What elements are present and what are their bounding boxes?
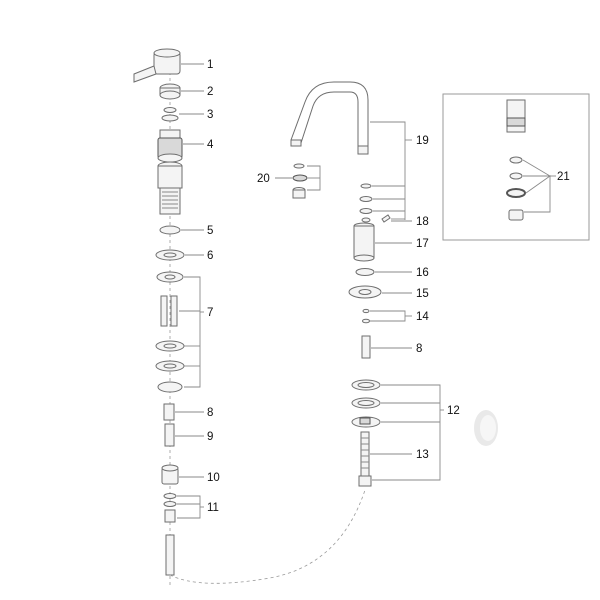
detail-inset (442, 93, 590, 241)
part-11-rings (163, 493, 177, 523)
part-14-pieces (362, 308, 370, 314)
part-20-aerator (292, 163, 308, 199)
left-assembly (133, 48, 185, 585)
callout-5: 5 (207, 225, 213, 237)
callout-17: 17 (416, 238, 429, 250)
part-18-screw (381, 214, 391, 223)
callout-10: 10 (207, 472, 220, 484)
part-8-rod (163, 403, 175, 421)
callout-2: 2 (207, 86, 213, 98)
part-hose-end (165, 534, 175, 576)
callout-18: 18 (416, 216, 429, 228)
part-5-o-ring (159, 225, 181, 235)
callout-15: 15 (416, 288, 429, 300)
part-15-flange (348, 285, 382, 299)
part-8-rod-right (361, 335, 371, 359)
part-9-rod (164, 423, 175, 447)
part-13-threaded-rod (358, 431, 372, 487)
callout-14: 14 (416, 311, 429, 323)
part-7-assembly (155, 271, 185, 393)
part-sleeve (157, 161, 183, 215)
decorative-shape (474, 410, 498, 446)
callout-20: 20 (257, 173, 270, 185)
part-1-handle (133, 48, 181, 83)
callout-12: 12 (447, 405, 460, 417)
hose-dashed (169, 489, 366, 584)
callout-16: 16 (416, 267, 429, 279)
callout-13: 13 (416, 449, 429, 461)
callout-7: 7 (207, 307, 213, 319)
callout-8-left: 8 (207, 407, 213, 419)
callout-11: 11 (207, 502, 219, 514)
part-4-cartridge (157, 129, 183, 163)
callout-4: 4 (207, 139, 214, 151)
part-10-nut (161, 464, 179, 485)
part-16-ring (355, 268, 375, 276)
part-3-washer (161, 107, 179, 122)
callout-8-right: 8 (416, 343, 422, 355)
callout-3: 3 (207, 109, 213, 121)
callout-1: 1 (207, 59, 213, 71)
part-19-spout (290, 81, 369, 148)
part-17-body (353, 222, 375, 262)
spout-assembly (290, 81, 391, 487)
left-leaders (175, 63, 204, 519)
part-12-washers (351, 379, 381, 428)
callout-9: 9 (207, 431, 213, 443)
callout-21: 21 (557, 171, 570, 183)
callout-19: 19 (416, 135, 429, 147)
part-2-cap-ring (159, 83, 181, 100)
spout-leaders (275, 121, 444, 481)
callout-6: 6 (207, 250, 213, 262)
part-6-washer (155, 249, 185, 261)
